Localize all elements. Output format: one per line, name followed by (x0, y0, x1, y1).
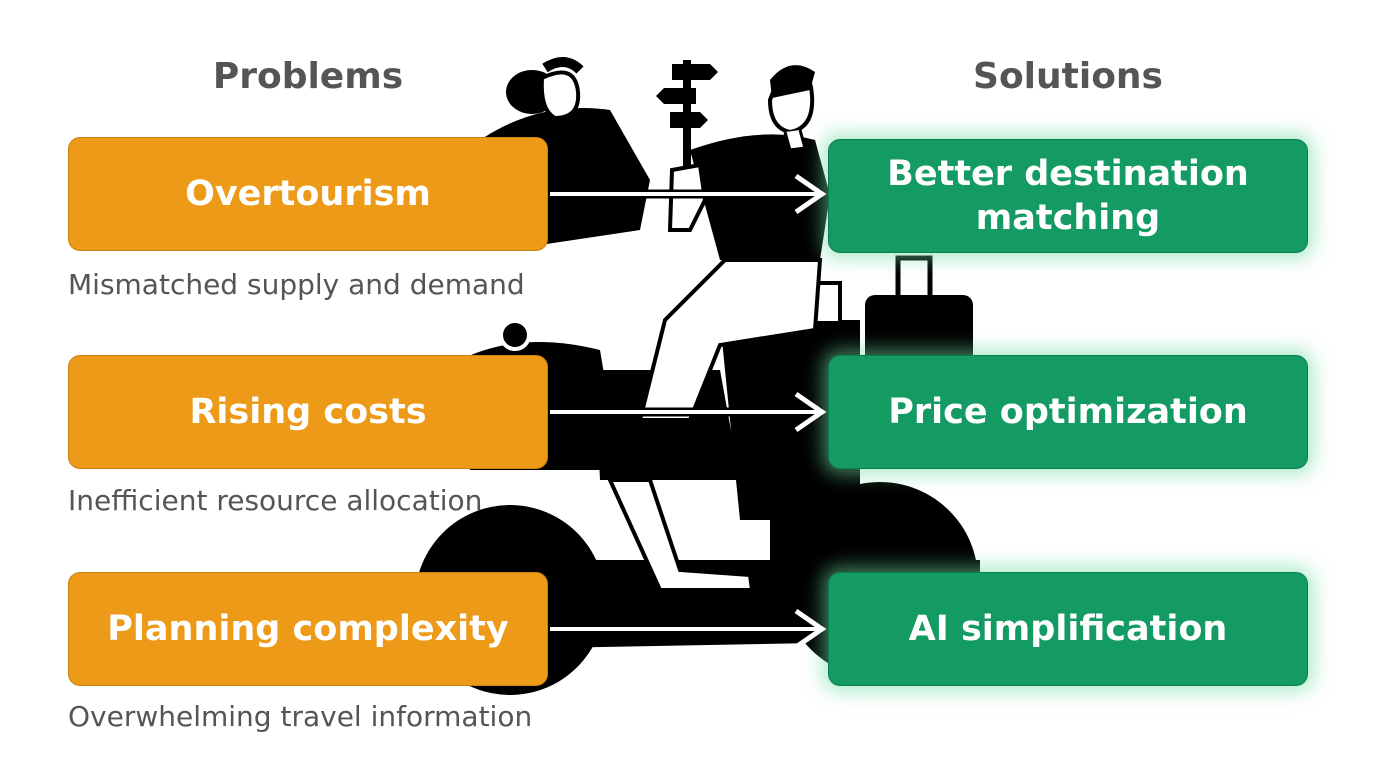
solution-box-price-optimization: Price optimization (828, 355, 1308, 469)
problem-description: Mismatched supply and demand (68, 268, 525, 301)
solution-box-destination-matching: Better destination matching (828, 139, 1308, 253)
problem-description: Overwhelming travel information (68, 700, 533, 733)
arrow-right-icon (550, 391, 827, 433)
problem-box-planning-complexity: Planning complexity (68, 572, 548, 686)
arrow-right-icon (550, 173, 827, 215)
problem-box-rising-costs: Rising costs (68, 355, 548, 469)
man-figure (606, 65, 830, 592)
problems-header: Problems (212, 56, 404, 97)
problem-box-overtourism: Overtourism (68, 137, 548, 251)
arrow-right-icon (550, 608, 827, 650)
solutions-header: Solutions (973, 56, 1163, 97)
signpost-icon (656, 60, 718, 170)
problem-description: Inefficient resource allocation (68, 484, 483, 517)
solution-box-ai-simplification: AI simplification (828, 572, 1308, 686)
